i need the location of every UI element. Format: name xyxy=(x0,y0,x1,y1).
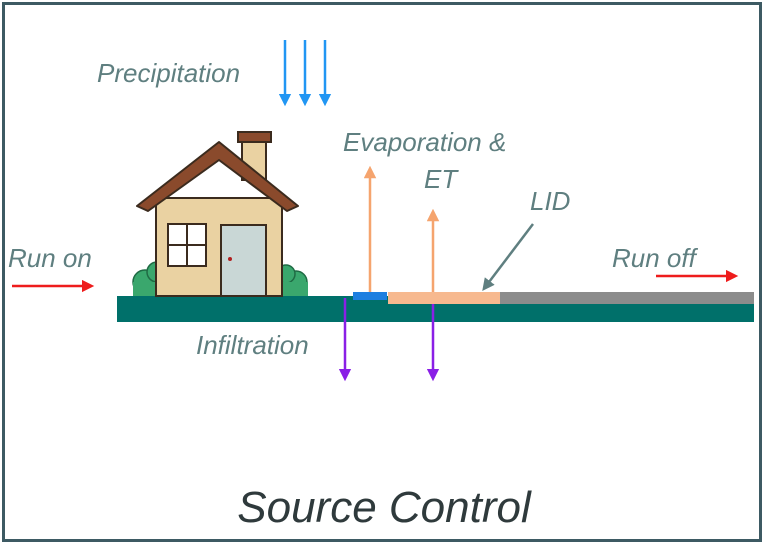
lid-strip xyxy=(388,292,500,304)
infiltration-label: Infiltration xyxy=(196,330,309,360)
run-on-label: Run on xyxy=(8,243,92,273)
house-icon xyxy=(136,131,299,297)
lid-pointer-arrow xyxy=(482,223,534,291)
diagram-frame xyxy=(2,2,762,542)
blue-surface-patch xyxy=(353,292,387,300)
pavement-strip xyxy=(500,292,754,304)
lid-label: LID xyxy=(530,186,571,216)
evaporation-label-et: ET xyxy=(424,164,458,194)
evaporation-label: Evaporation & xyxy=(343,127,507,157)
run-off-label: Run off xyxy=(612,243,696,273)
diagram-title: Source Control xyxy=(237,483,531,532)
precipitation-label: Precipitation xyxy=(97,58,241,88)
